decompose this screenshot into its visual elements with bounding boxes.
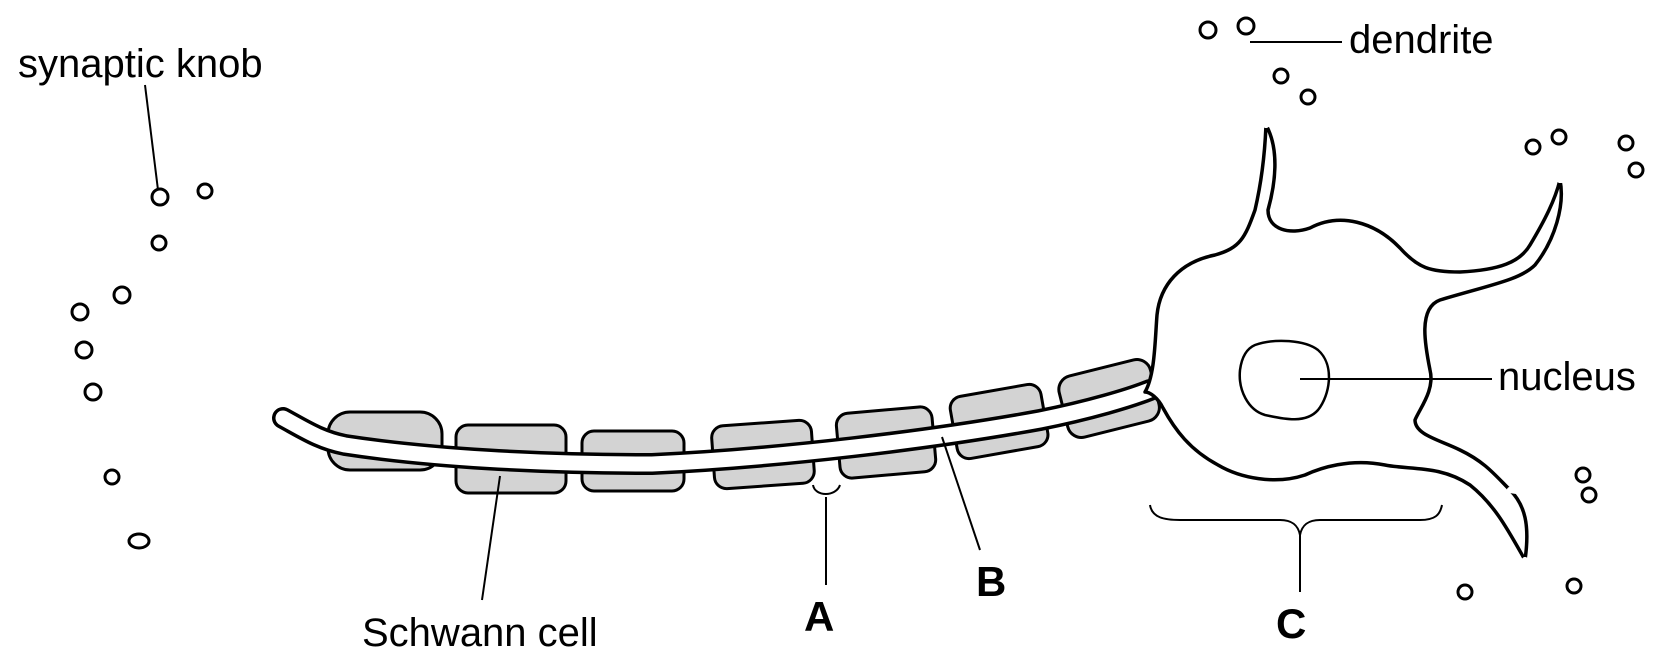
a-bracket: [812, 484, 841, 495]
synaptic-knob: [150, 234, 168, 252]
dendrite-knob: [1299, 88, 1317, 106]
axon-terminal-branches: [81, 193, 286, 541]
synaptic-knob: [127, 532, 151, 550]
label-a: A: [804, 593, 834, 640]
c-bracket: [1149, 504, 1443, 536]
synaptic-knob: [150, 187, 170, 207]
dendrite-knob: [1574, 466, 1592, 484]
schwann-cell-leader: [481, 475, 501, 601]
axon-core: [275, 382, 1158, 472]
b-leader: [941, 436, 981, 551]
nucleus: [1238, 339, 1331, 421]
synaptic-knob: [103, 468, 121, 486]
synaptic-knob: [196, 182, 214, 200]
label-b: B: [976, 558, 1006, 605]
label-dendrite: dendrite: [1349, 18, 1494, 62]
dendrite-knob: [1198, 20, 1218, 40]
label-schwann-cell: Schwann cell: [362, 611, 598, 655]
leader-lines: [144, 41, 1492, 601]
label-synaptic-knob: synaptic knob: [18, 42, 263, 86]
dendrite-knob: [1565, 577, 1583, 595]
dendrite-knob: [1550, 128, 1568, 146]
cell-body: [1143, 27, 1635, 593]
dendrite-knob: [1617, 134, 1635, 152]
dendrite-knob: [1456, 583, 1474, 601]
dendrite-knob: [1524, 138, 1542, 156]
synaptic-knob: [70, 302, 90, 322]
synaptic-knob: [74, 340, 94, 360]
dendrite-knob: [1580, 486, 1598, 504]
dendrite-knobs: [1198, 16, 1645, 601]
synaptic-knobs: [70, 182, 214, 550]
label-nucleus: nucleus: [1498, 355, 1636, 399]
synaptic-knob: [83, 382, 103, 402]
dendrite-knob: [1236, 16, 1256, 36]
synaptic-knob: [112, 285, 132, 305]
dendrite-knob: [1272, 67, 1290, 85]
dendrite-knob: [1627, 161, 1645, 179]
label-c: C: [1276, 600, 1306, 647]
synaptic-knob-leader: [144, 84, 159, 191]
